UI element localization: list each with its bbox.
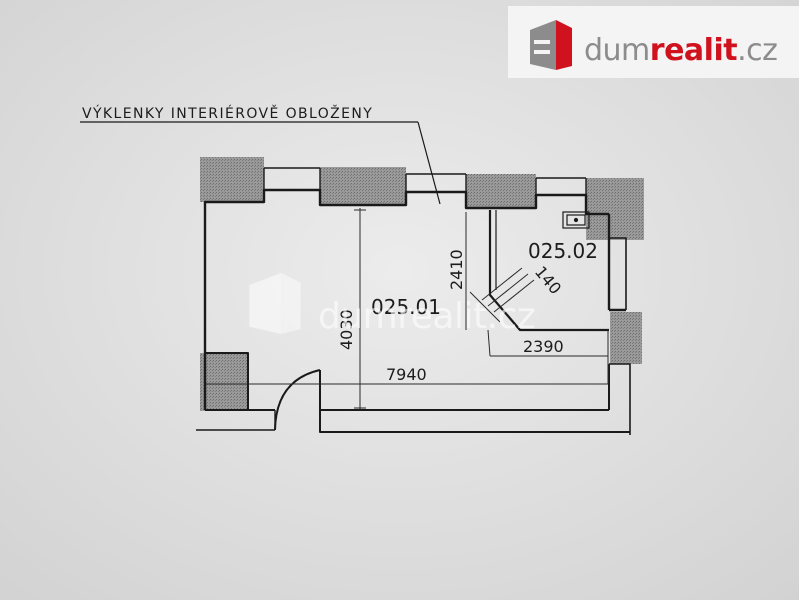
dimension-2410: 2410 — [447, 249, 466, 290]
watermark-text: dumrealit.cz — [318, 296, 536, 337]
header-note: VÝKLENKY INTERIÉROVĚ OBLOŽENY — [82, 104, 373, 122]
logo-house-icon — [530, 20, 572, 70]
sink-icon — [562, 211, 590, 229]
room-label-025-01: 025.01 — [371, 295, 441, 319]
logo-text-realit: realit — [649, 33, 738, 68]
dimension-2390: 2390 — [523, 337, 564, 356]
dimension-140: 140 — [531, 262, 565, 298]
wall-lines — [196, 167, 631, 435]
room-label-025-02: 025.02 — [528, 239, 598, 263]
dumrealit-logo: dumrealit.cz — [508, 6, 799, 78]
wall-hatching — [200, 157, 644, 411]
dimension-lines — [206, 208, 609, 410]
logo-text: dumrealit.cz — [584, 33, 778, 68]
dimension-7940: 7940 — [386, 365, 427, 384]
leader-line — [80, 121, 441, 205]
dimension-4030: 4030 — [337, 309, 356, 350]
logo-text-dum: dum — [584, 33, 650, 68]
watermark-house-icon — [249, 272, 301, 334]
door-swing — [274, 369, 321, 431]
logo-text-cz: .cz — [737, 33, 778, 68]
